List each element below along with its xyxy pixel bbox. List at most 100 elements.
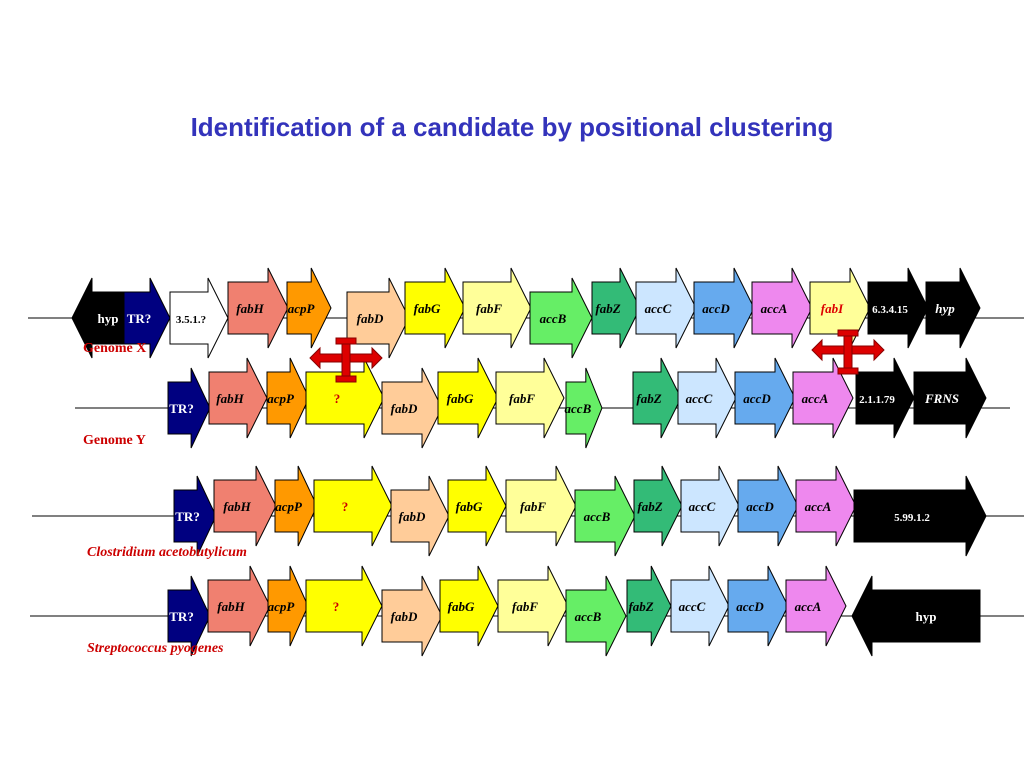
gene-frns-arrow: FRNS xyxy=(913,357,987,439)
gene-hyp-arrow: hyp xyxy=(925,267,981,349)
gene-label: accB xyxy=(584,509,611,524)
gene-arrow-shape xyxy=(305,357,385,439)
gene-fabh-arrow: fabH xyxy=(213,465,277,547)
gene-arrow-shape xyxy=(381,367,443,449)
gene-label: fabF xyxy=(476,301,502,316)
genome-label: Clostridium acetobutylicum xyxy=(87,545,247,560)
gene-label: ? xyxy=(333,599,340,614)
gene-label: fabZ xyxy=(595,301,620,316)
gene-arrow-shape xyxy=(390,475,450,557)
gene-accb-arrow: accB xyxy=(565,575,627,657)
gene-fabf-arrow: fabF xyxy=(495,357,565,439)
gene-fabf-arrow: fabF xyxy=(497,565,569,647)
gene-fabf-arrow: fabF xyxy=(462,267,532,349)
gene-label: fabI xyxy=(821,301,844,316)
genome-label: Genome Y xyxy=(83,433,146,448)
gene-arrow-shape xyxy=(680,465,740,547)
gene-accb-arrow: accB xyxy=(529,277,593,359)
gene-arrow-shape xyxy=(626,565,672,647)
gene-label: accC xyxy=(689,499,716,514)
gene-label: acpP xyxy=(268,599,296,614)
gene-arrow-shape xyxy=(313,465,393,547)
gene-arrow-shape xyxy=(795,465,857,547)
gene-arrow-shape xyxy=(173,475,217,557)
gene-accb-arrow: accB xyxy=(565,367,603,449)
gene-accc-arrow: accC xyxy=(670,565,730,647)
gene-label: fabF xyxy=(509,391,535,406)
gene-label: hyp xyxy=(98,311,119,326)
gene-arrow-shape xyxy=(925,267,981,349)
gene-arrow-shape xyxy=(867,267,929,349)
gene-arrow-shape xyxy=(404,267,466,349)
genome-label: Genome X xyxy=(83,341,146,356)
gene-label: accD xyxy=(743,391,771,406)
gene-label: fabH xyxy=(223,499,251,514)
gene-fabg-arrow: fabG xyxy=(447,465,507,547)
gene-label: 5.99.1.2 xyxy=(894,512,930,524)
gene-fabh-arrow: fabH xyxy=(207,565,271,647)
gene-arrow-shape xyxy=(853,475,987,557)
gene-label: accB xyxy=(565,401,592,416)
gene-label: accA xyxy=(795,599,822,614)
gene-accd-arrow: accD xyxy=(734,357,796,439)
gene-arrow-shape xyxy=(267,565,309,647)
gene-fabg-arrow: fabG xyxy=(404,267,466,349)
gene-fabd-arrow: fabD xyxy=(390,475,450,557)
gene-arrow-shape xyxy=(751,267,813,349)
gene-arrow-shape xyxy=(693,267,755,349)
gene-arrow-shape xyxy=(913,357,987,439)
gene-label: accD xyxy=(736,599,764,614)
gene-label: fabH xyxy=(236,301,264,316)
gene-fabz-arrow: fabZ xyxy=(626,565,672,647)
gene-label: accC xyxy=(679,599,706,614)
insertion-marker-icon xyxy=(811,329,885,375)
gene-arrow-shape xyxy=(439,565,499,647)
gene-fabd-arrow: fabD xyxy=(381,575,443,657)
gene-label: fabH xyxy=(217,599,245,614)
gene-arrow-shape xyxy=(591,267,641,349)
gene-fabh-arrow: fabH xyxy=(227,267,289,349)
gene-label: fabG xyxy=(414,301,441,316)
gene-arrow-shape xyxy=(123,277,171,359)
gene-acpp-arrow: acpP xyxy=(274,465,318,547)
gene-label: accD xyxy=(746,499,774,514)
gene-arrow-shape xyxy=(635,267,697,349)
gene-hyp-arrow: hyp xyxy=(851,575,981,657)
gene-arrow-shape xyxy=(274,465,318,547)
gene-accc-arrow: accC xyxy=(677,357,737,439)
gene-3-5-1-arrow: 3.5.1.? xyxy=(169,277,229,359)
gene-accd-arrow: accD xyxy=(727,565,789,647)
gene-arrow-shape xyxy=(381,575,443,657)
gene-arrow-shape xyxy=(792,357,854,439)
gene-arrow-shape xyxy=(213,465,277,547)
gene-label: fabH xyxy=(216,391,244,406)
gene-accd-arrow: accD xyxy=(737,465,799,547)
gene-fabg-arrow: fabG xyxy=(437,357,499,439)
gene-fabd-arrow: fabD xyxy=(381,367,443,449)
genome-label: Streptococcus pyogenes xyxy=(87,641,224,656)
gene-label: TR? xyxy=(127,311,152,326)
gene-arrow-shape xyxy=(727,565,789,647)
gene-arrow-shape xyxy=(462,267,532,349)
gene-label: ? xyxy=(334,391,341,406)
gene-label: accC xyxy=(686,391,713,406)
gene-label: TR? xyxy=(169,609,194,624)
gene-label: fabZ xyxy=(637,499,662,514)
gene-arrow-shape xyxy=(167,367,211,449)
gene-arrow-shape xyxy=(227,267,289,349)
gene-arrow-shape xyxy=(565,575,627,657)
gene-label: acpP xyxy=(275,499,303,514)
gene-label: TR? xyxy=(175,509,200,524)
gene-arrow-shape xyxy=(677,357,737,439)
gene-fabd-arrow: fabD xyxy=(346,277,410,359)
gene-label: accA xyxy=(761,301,788,316)
gene-acca-arrow: accA xyxy=(751,267,813,349)
gene-label: accD xyxy=(702,301,730,316)
gene-fabf-arrow: fabF xyxy=(505,465,577,547)
gene-arrow-shape xyxy=(447,465,507,547)
gene-fabg-arrow: fabG xyxy=(439,565,499,647)
gene-label: accA xyxy=(805,499,832,514)
gene-arrow-shape xyxy=(207,565,271,647)
